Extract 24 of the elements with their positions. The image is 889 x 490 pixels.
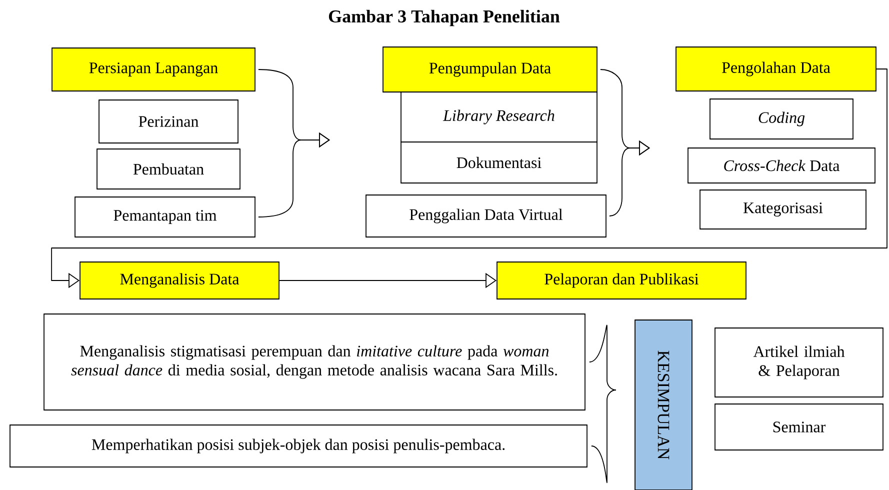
task-box: Cross-Check Data (688, 148, 876, 184)
task-box: Kategorisasi (700, 190, 866, 230)
text-box: Menganalisis stigmatisasi perempuan dan imitative culture pada woman sensual dance di media sosial, dengan metode analisis wacana Sara Mills. (44, 314, 586, 410)
conclusion-bar: KESIMPULAN (634, 320, 692, 490)
stage-box: Pengolahan Data (676, 46, 876, 92)
brace-line (589, 324, 616, 390)
task-box: Pemantapan tim (74, 196, 256, 238)
stage-box: Menganalisis Data (80, 262, 280, 300)
task-box: Pembuatan (96, 148, 240, 190)
stage-box: Persiapan Lapangan (52, 48, 256, 92)
arrow (258, 132, 330, 218)
stage-box: Pengumpulan Data (382, 46, 598, 92)
task-box: Dokumentasi (400, 142, 598, 184)
task-box: Library Research (400, 92, 598, 142)
output-box: Seminar (714, 404, 884, 450)
brace-line (591, 390, 616, 483)
arrow (609, 140, 650, 216)
output-box: Artikel ilmiah & Pelaporan (714, 328, 884, 398)
text-box: Memperhatikan posisi subjek-objek dan posisi penulis-pembaca. (10, 424, 588, 468)
task-box: Perizinan (98, 100, 238, 144)
stage-box: Pelaporan dan Publikasi (496, 262, 746, 300)
task-box: Coding (710, 98, 854, 140)
task-box: Penggalian Data Virtual (366, 194, 606, 238)
title: Gambar 3 Tahapan Penelitian (328, 10, 560, 26)
